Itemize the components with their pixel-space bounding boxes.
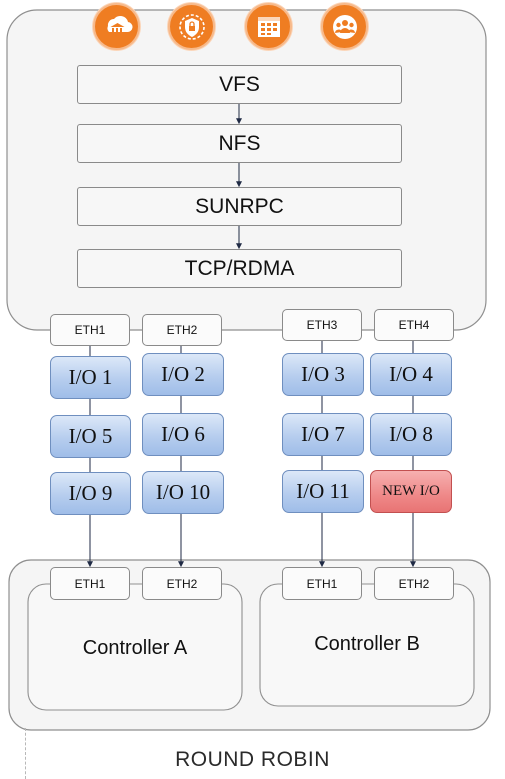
cloud-bank-icon	[93, 3, 140, 50]
io-block: I/O 10	[142, 471, 224, 514]
controller-b-port-eth1: ETH1	[282, 567, 362, 600]
io-block: I/O 9	[50, 472, 131, 515]
io-block: I/O 6	[142, 413, 224, 456]
server-rack-icon	[245, 3, 292, 50]
io-block: I/O 7	[282, 413, 364, 456]
io-block: I/O 11	[282, 470, 364, 513]
client-port-eth4: ETH4	[374, 309, 454, 341]
dashed-guide	[25, 728, 26, 779]
shield-network-icon	[168, 3, 215, 50]
controller-b-port-eth2: ETH2	[374, 567, 454, 600]
stack-layer-vfs: VFS	[77, 65, 402, 104]
controller-a-port-eth2: ETH2	[142, 567, 222, 600]
io-block: I/O 8	[370, 413, 452, 456]
io-block: I/O 1	[50, 356, 131, 399]
stack-layer-tcp-rdma: TCP/RDMA	[77, 249, 402, 288]
people-group-icon	[321, 3, 368, 50]
client-port-eth2: ETH2	[142, 314, 222, 346]
stack-layer-sunrpc: SUNRPC	[77, 187, 402, 226]
new-io-block: NEW I/O	[370, 470, 452, 513]
controller-a-box	[27, 583, 243, 711]
client-port-eth1: ETH1	[50, 314, 130, 346]
io-block: I/O 4	[370, 353, 452, 396]
controller-a-label: Controller A	[82, 636, 188, 659]
stack-layer-nfs: NFS	[77, 124, 402, 163]
io-block: I/O 5	[50, 415, 131, 458]
io-block: I/O 3	[282, 353, 364, 396]
controller-b-label: Controller B	[314, 632, 420, 655]
io-block: I/O 2	[142, 353, 224, 396]
client-port-eth3: ETH3	[282, 309, 362, 341]
diagram-caption: ROUND ROBIN	[175, 748, 330, 771]
controller-b-box	[259, 583, 475, 707]
controller-a-port-eth1: ETH1	[50, 567, 130, 600]
